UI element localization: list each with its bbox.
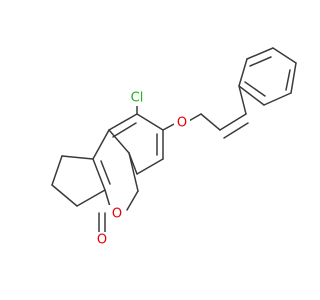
structure-canvas: Cl O O O [51, 47, 297, 248]
bond [100, 160, 111, 185]
bond [238, 85, 247, 115]
ring-oxygen-atom: O [108, 205, 124, 222]
bond [112, 122, 137, 138]
molecule-structure: Cl O O O [51, 47, 297, 248]
atom-labels: Cl O O O [94, 90, 190, 248]
bond [263, 92, 292, 106]
carbonyl-oxygen-label: O [97, 233, 107, 248]
bond [162, 122, 177, 131]
bond [223, 122, 249, 139]
bond [76, 189, 106, 207]
bond [244, 81, 266, 97]
bond [128, 152, 138, 175]
chlorine-label: Cl [131, 91, 144, 106]
bond [136, 158, 164, 175]
chlorine-atom: Cl [127, 90, 149, 106]
ether-oxygen-label: O [177, 116, 187, 131]
bond [108, 129, 130, 154]
bond [290, 62, 297, 94]
bond [126, 190, 139, 211]
bond [92, 158, 106, 191]
ring-oxygen-label: O [112, 207, 122, 222]
bond [238, 58, 248, 87]
bond [272, 47, 297, 64]
bond [128, 152, 139, 192]
carbonyl-oxygen-atom: O [94, 232, 110, 248]
ether-oxygen-atom: O [174, 116, 190, 132]
bond [219, 113, 247, 131]
bond [108, 113, 138, 131]
bond [136, 113, 164, 131]
bond [51, 184, 78, 207]
bond [92, 129, 110, 160]
bonds [51, 47, 297, 233]
bond [200, 113, 221, 131]
bond [51, 155, 63, 186]
bond [249, 56, 272, 67]
bond [61, 155, 94, 160]
bond [285, 69, 291, 91]
bond [246, 47, 274, 60]
bond [238, 85, 265, 106]
